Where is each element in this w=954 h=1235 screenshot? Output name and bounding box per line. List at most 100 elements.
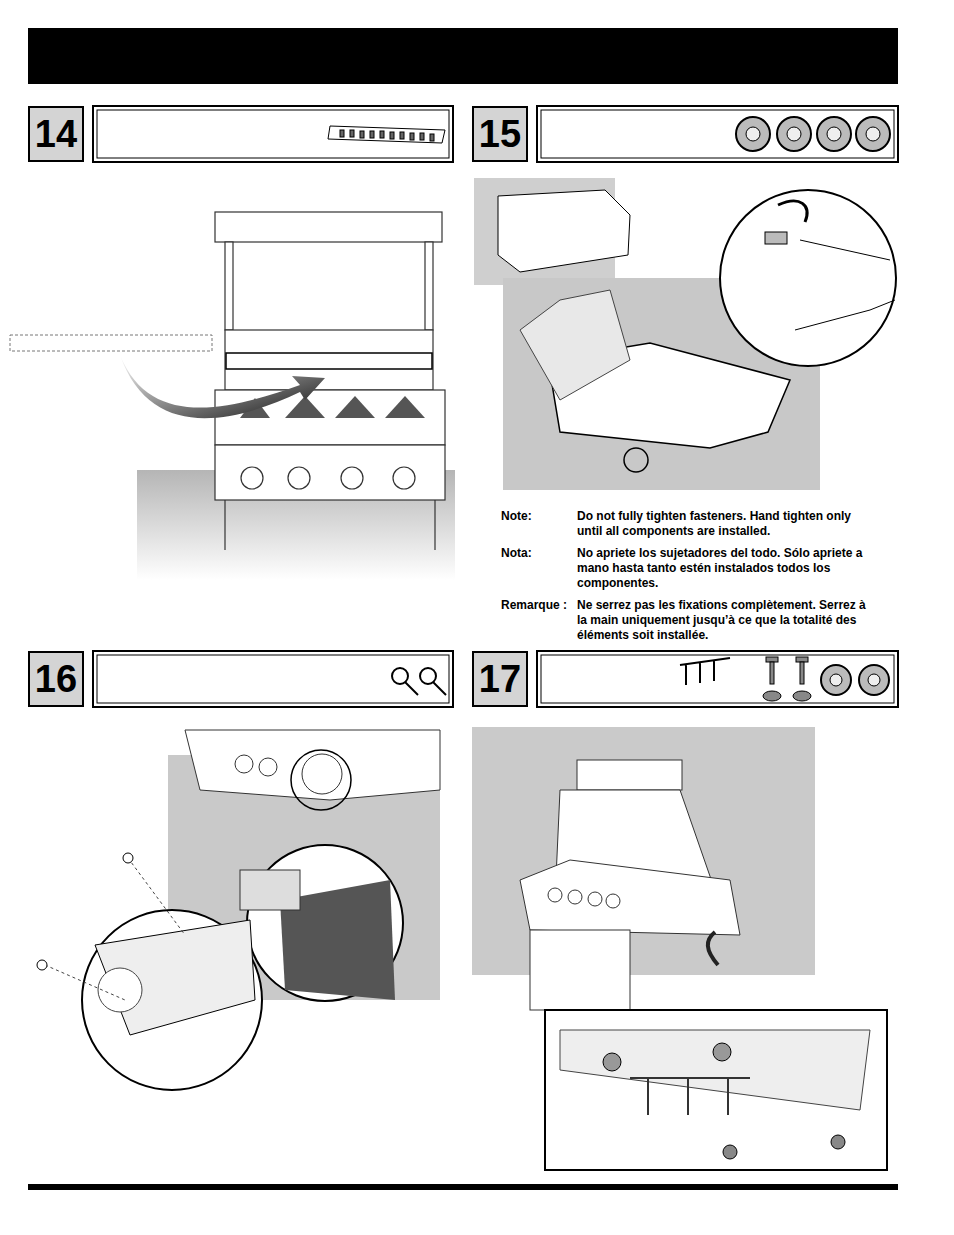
illustration-g [821,665,889,695]
illustration-rect [28,1184,898,1190]
note-heading: Note: [501,509,571,524]
step-number-box: 14 [28,106,84,162]
illustration-rect [400,132,404,139]
illustration-circle [817,117,851,151]
illustration-circle [787,127,801,141]
illustration-g [340,130,434,141]
illustration-circle [588,892,602,906]
illustration-g [746,127,880,141]
illustration-g [520,760,740,1010]
illustration-circle [624,448,648,472]
illustration-circle [720,190,896,366]
illustration-rect [390,132,394,139]
illustration-rect [240,870,300,910]
illustration-rect [226,353,432,369]
illustration-rect [215,212,442,242]
illustration-circle [713,1043,731,1061]
illustration-path [520,860,740,935]
illustration-circle [393,467,415,489]
note-heading: Nota: [501,546,571,561]
illustration-rect [577,760,682,790]
illustration-rect [93,106,453,162]
illustration-rect [370,131,374,138]
illustration-path [185,730,440,800]
illustration-path [795,240,895,330]
note-text: Do not fully tighten fasteners. Hand tig… [577,509,877,539]
illustration-rect [93,651,453,707]
illustration-circle [821,665,851,695]
illustration-rect [537,106,898,162]
illustration-rect [340,130,344,137]
illustration-circle [606,894,620,908]
illustration-rect [541,655,894,703]
illustration-path [560,1030,870,1110]
illustration-path [708,932,718,965]
illustration-rect [410,133,414,140]
note-heading: Remarque : [501,598,577,613]
illustration-path [498,190,630,272]
illustration-circle [291,750,351,810]
illustration-rect [97,655,449,703]
illustration-circle [746,127,760,141]
illustration-rect [545,1010,887,1170]
illustration-rect [472,727,815,975]
illustration-rect [350,130,354,137]
note-text: Ne serrez pas les fixations complètement… [577,598,877,643]
illustration-rect [765,232,787,244]
step-number-box: 16 [28,651,84,707]
illustration-circle [831,1135,845,1149]
illustration-circle [341,467,363,489]
illustration-rect [796,657,808,662]
step-number-box: 17 [472,651,528,707]
illustration-rect [28,28,898,84]
illustration-circle [736,117,770,151]
illustration-circle [856,117,890,151]
illustration-circle [123,853,133,863]
illustration-circle [827,127,841,141]
illustration-circle [259,758,277,776]
illustration-g [215,212,445,550]
illustration-rect [537,651,898,707]
illustration-rect [215,390,445,445]
illustration-path [405,682,418,695]
illustration-rect [766,657,778,662]
illustration-path [520,290,630,400]
illustration-circle [82,910,262,1090]
illustration-path [95,920,255,1035]
illustration-rect [360,131,364,138]
illustration-ellipse [763,691,781,701]
illustration-path [328,126,445,143]
illustration-rect [225,242,233,330]
illustration-line [434,500,435,550]
illustration-rect [800,662,804,684]
illustration-rect [225,330,433,390]
illustration-path [778,201,807,222]
illustration-line [224,500,225,550]
illustration-circle [235,755,253,773]
illustration-ellipse [793,691,811,701]
step-number: 16 [35,660,77,698]
illustration-circle [37,960,47,970]
illustration-g [830,674,880,686]
illustration-path [335,396,375,418]
illustration-rect [430,134,434,141]
illustration-line [45,965,125,1000]
step-number: 17 [479,660,521,698]
illustration-path [630,1078,750,1115]
illustration-circle [288,467,310,489]
illustration-circle [247,845,403,1001]
illustration-rect [420,133,424,140]
illustration-circle [777,117,811,151]
illustration-rect [97,110,449,158]
illustration-path [120,355,325,418]
illustration-circle [866,127,880,141]
illustration-g [93,106,898,707]
illustration-path [385,396,425,418]
illustration-line [128,858,185,935]
illustration-circle [241,467,263,489]
illustration-g [328,117,890,701]
illustration-rect [425,242,433,330]
illustration-rect [530,930,630,1010]
illustration-circle [859,665,889,695]
illustration-circle [98,968,142,1012]
